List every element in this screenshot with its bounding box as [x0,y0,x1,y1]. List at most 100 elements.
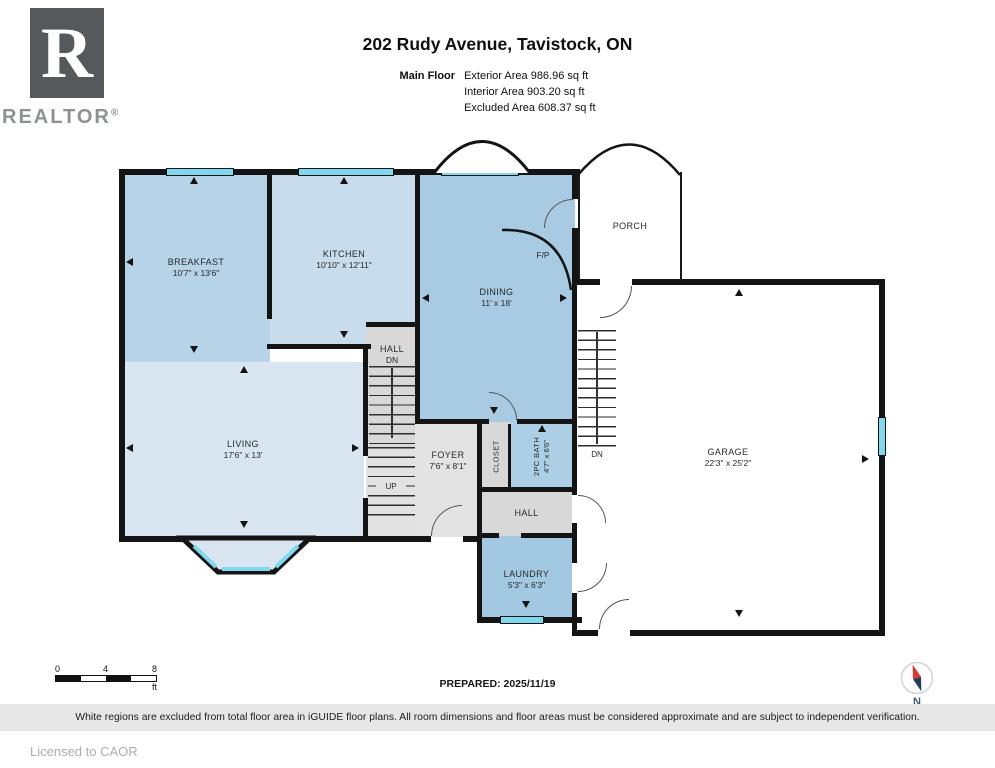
room-kitchen-dims: 10'10" x 12'11" [316,260,372,270]
exterior-area: Exterior Area 986.96 sq ft [464,70,589,82]
wall-segment [310,536,431,542]
room-garage-dims: 22'3" x 25'2" [704,458,752,468]
wall-segment [572,593,577,630]
wall-segment [572,279,600,285]
disclaimer-bar: White regions are excluded from total fl… [0,704,995,731]
window [878,417,886,456]
dimension-arrow [735,289,743,296]
wall-segment [267,172,272,319]
dimension-arrow [422,294,429,302]
room-dining-name: DINING [479,286,514,297]
room-laundry-dims: 5'3" x 6'3" [507,579,546,590]
window [166,168,234,176]
wall-segment [119,169,446,175]
stairs-garage-direction-line [596,332,598,444]
room-kitchen: KITCHEN 10'10" x 12'11" [270,172,418,347]
room-foyer-name: FOYER [431,450,465,460]
bay-window [176,535,316,575]
dimension-arrow [240,366,248,373]
wall-segment [415,322,420,424]
room-breakfast-dims: 10'7" x 13'6" [172,267,220,278]
wall-segment [415,419,489,424]
wall-segment [630,630,885,636]
wall-segment [572,285,577,495]
fireplace-label: F/P [536,250,550,260]
floor-summary: Main Floor Exterior Area 986.96 sq ft In… [0,68,995,116]
dimension-arrow [862,455,869,463]
dimension-arrow [490,407,498,414]
room-closet-name: CLOSET [491,439,501,473]
page-title: 202 Rudy Avenue, Tavistock, ON [362,34,633,54]
wall-segment [119,536,185,542]
room-garage: GARAGE 22'3" x 25'2" [577,285,879,630]
stairs-down-direction-line [391,368,393,438]
window [500,616,544,624]
room-living: LIVING 17'6" x 13' [122,362,364,537]
wall-segment [366,322,420,327]
wall-segment [632,279,885,285]
dimension-arrow [352,444,359,452]
excluded-area: Excluded Area 608.37 sq ft [464,102,596,114]
room-hall-lower: HALL [481,490,572,536]
scale-tick-4: 4 [103,664,109,674]
dimension-arrow [560,294,567,302]
wall-segment [879,279,885,419]
room-bath: 2PC BATH 4'7" x 6'6" [511,422,572,490]
wall-segment [572,228,578,282]
realtor-logo-block: R [30,8,104,98]
wall-segment [477,533,499,538]
dimension-arrow [340,331,348,338]
scale-unit: ft [152,682,158,692]
room-foyer-dims: 7'6" x 8'1" [429,461,467,471]
wall-segment [415,172,420,322]
room-bath-dims: 4'7" x 6'6" [541,439,551,473]
dimension-arrow [538,425,546,432]
dimension-arrow [190,346,198,353]
scale-tick-8: 8 [152,664,158,674]
wall-segment [463,536,482,542]
wall-segment [477,487,577,492]
realtor-logo-letter: R [41,12,93,93]
interior-area: Interior Area 903.20 sq ft [464,86,585,98]
wall-segment [363,344,368,456]
wall-segment [572,630,598,636]
wall-segment [517,419,577,424]
scale-bar-strip [55,675,157,682]
room-bath-name: 2PC BATH [531,436,541,476]
dimension-arrow [240,521,248,528]
window [298,168,394,176]
dimension-arrow [340,177,348,184]
hall-dn-label: DN [385,355,399,365]
dining-bay-arc [432,140,532,174]
wall-segment [508,424,511,488]
floor-label: Main Floor [399,70,456,82]
wall-segment [572,169,578,199]
wall-segment [517,169,580,175]
dimension-arrow [522,601,530,608]
room-bath-label: 2PC BATH 4'7" x 6'6" [532,436,551,475]
room-living-dims: 17'6" x 13' [223,450,263,460]
dimension-arrow [190,177,198,184]
wall-segment [267,344,371,349]
scale-bar: 0 4 8 ft [55,664,170,693]
room-breakfast: BREAKFAST 10'7" x 13'6" [122,172,270,362]
room-closet: CLOSET [481,422,511,490]
scale-tick-0: 0 [55,664,61,674]
room-hall-lower-name: HALL [514,508,539,518]
compass-icon [900,661,934,695]
dimension-arrow [735,610,743,617]
compass-north-label: N [913,696,921,708]
room-living-name: LIVING [227,439,259,449]
wall-segment [879,455,885,636]
wall-segment [572,523,577,563]
realtor-logo-wordmark: REALTOR® [2,106,160,129]
dimension-arrow [126,258,133,266]
room-laundry-name: LAUNDRY [503,568,550,579]
room-dining-dims: 11' x 18' [481,297,512,308]
license-text: Licensed to CAOR [30,744,138,759]
room-garage-name: GARAGE [707,447,749,457]
prepared-date: PREPARED: 2025/11/19 [439,678,556,690]
dimension-arrow [126,444,133,452]
wall-segment [477,419,482,623]
room-porch-name: PORCH [612,220,648,231]
